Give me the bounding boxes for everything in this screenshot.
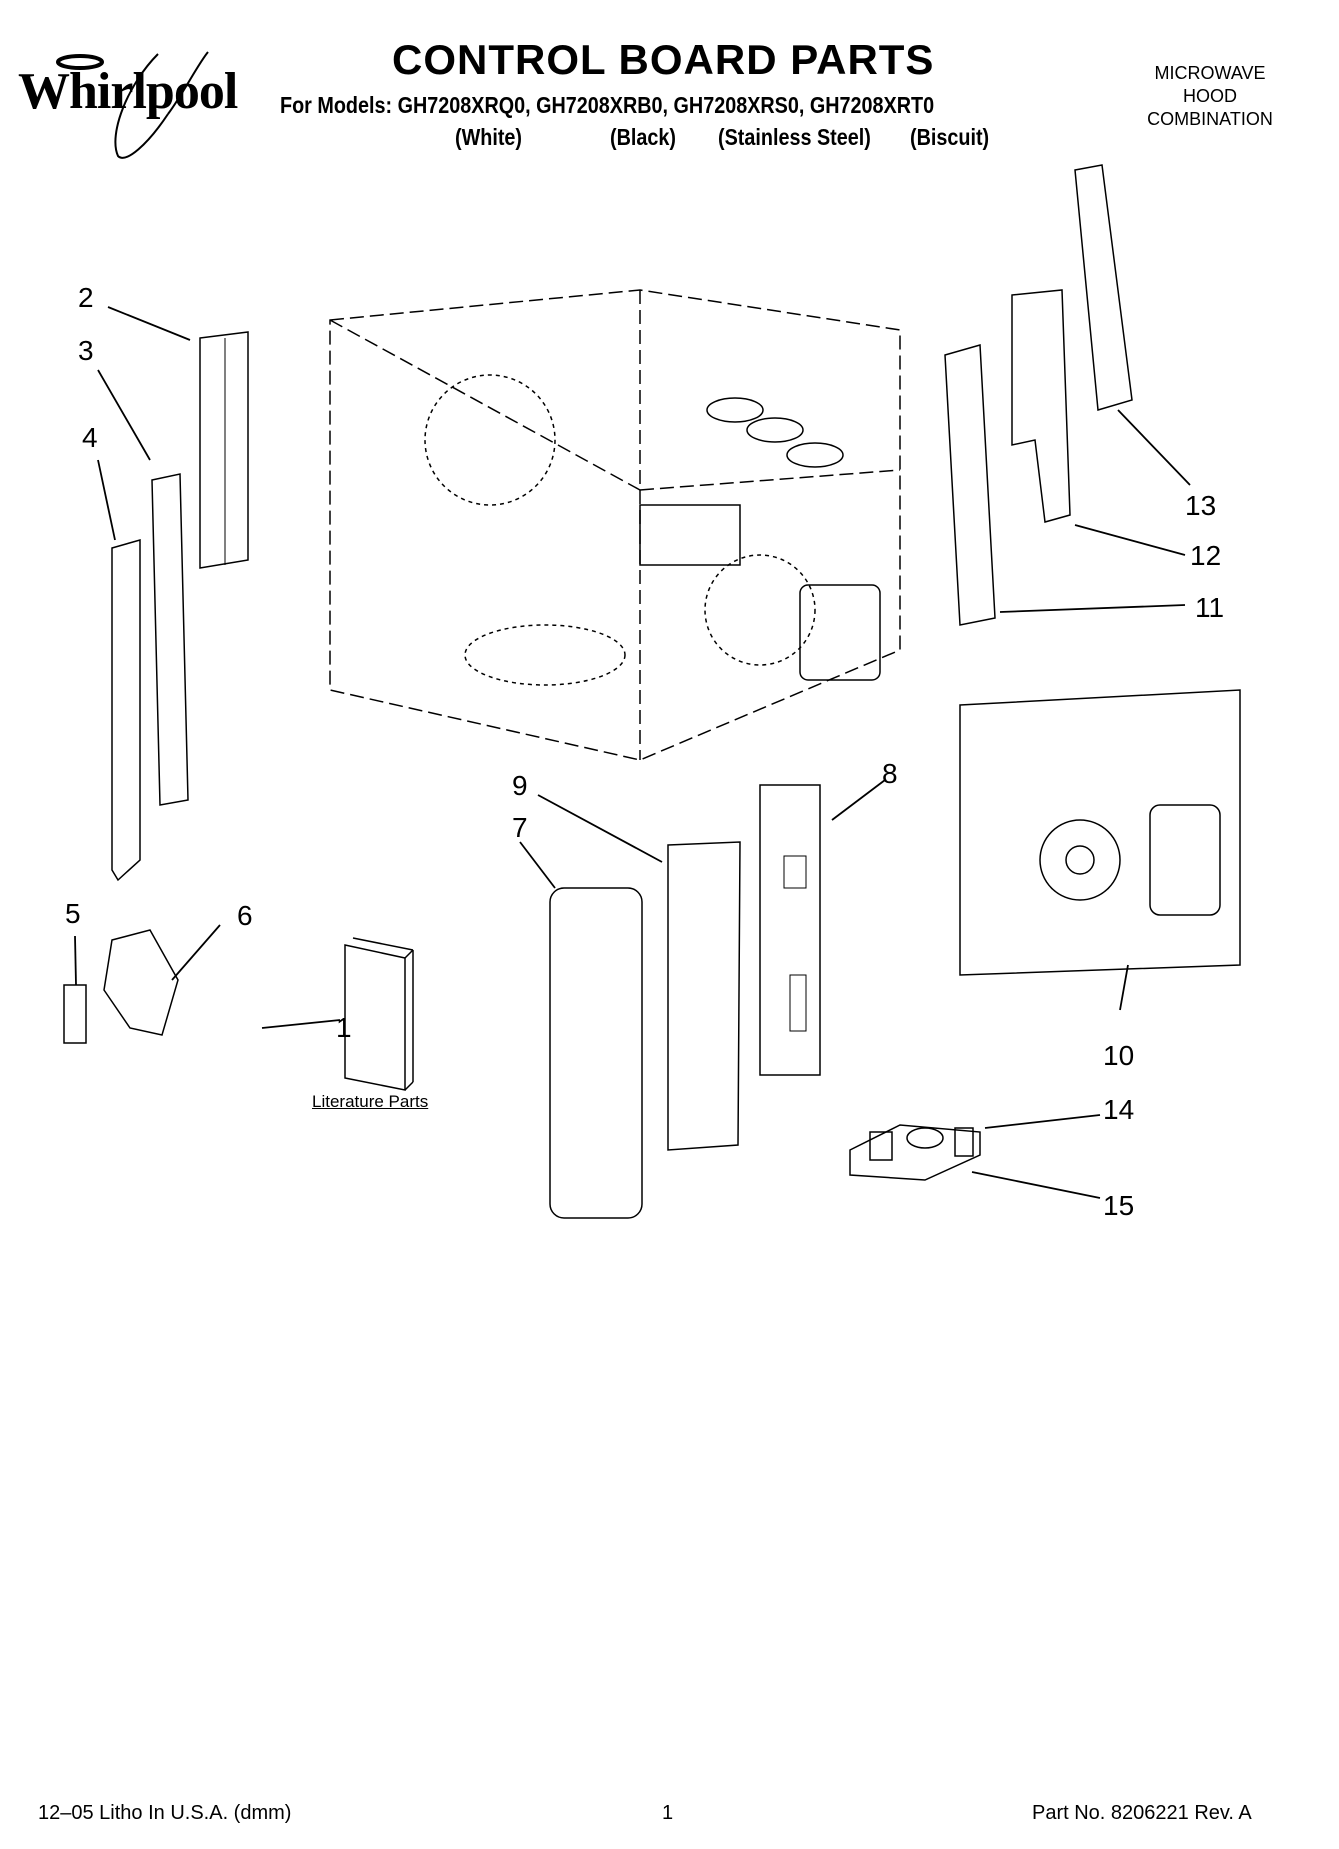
part-number: Part No. 8206221 Rev. A (1032, 1802, 1252, 1824)
callout-7: 7 (512, 812, 528, 843)
callout-4: 4 (82, 422, 98, 453)
variant-stainless: (Stainless Steel) (718, 124, 871, 150)
product-type-line-2: HOOD (1183, 86, 1237, 106)
callout-6: 6 (237, 900, 253, 931)
part-7-control-panel (549, 887, 643, 1219)
print-info: 12–05 Litho In U.S.A. (dmm) (38, 1802, 292, 1824)
callout-12: 12 (1190, 540, 1222, 571)
part-8-membrane (759, 784, 821, 1076)
callout-15: 15 (1103, 1190, 1135, 1221)
product-type-line-1: MICROWAVE (1154, 63, 1266, 83)
whirlpool-logo (56, 51, 209, 159)
variant-black: (Black) (610, 124, 676, 150)
callout-10: 10 (1103, 1040, 1135, 1071)
callout-13: 13 (1185, 490, 1217, 521)
part-5-switch (63, 984, 87, 1044)
callout-1: 1 (336, 1012, 352, 1043)
page-title: CONTROL BOARD PARTS (392, 36, 935, 83)
models-line: For Models: GH7208XRQ0, GH7208XRB0, GH72… (280, 92, 935, 118)
part-3-bracket (151, 473, 189, 806)
callout-9: 9 (512, 770, 528, 801)
brand-wordmark: Whirlpool (18, 63, 238, 120)
part-2-bracket (199, 331, 249, 569)
page-number: 1 (662, 1802, 674, 1824)
literature-parts-label: Literature Parts (312, 1092, 429, 1111)
variant-white: (White) (455, 124, 523, 150)
microwave-chassis (329, 289, 901, 761)
part-12-control-board (1011, 289, 1071, 523)
part-11-shield (944, 344, 996, 626)
callout-3: 3 (78, 335, 94, 366)
part-14-15-power-board (849, 1124, 981, 1181)
leader-lines (74, 306, 1191, 1199)
variant-biscuit: (Biscuit) (910, 124, 990, 150)
part-13-board-cover (1074, 164, 1133, 411)
part-9-panel-frame (667, 841, 741, 1151)
part-1-literature (344, 937, 414, 1091)
callout-5: 5 (65, 898, 81, 929)
product-type: MICROWAVE HOOD COMBINATION (1110, 62, 1310, 131)
product-type-line-3: COMBINATION (1147, 109, 1273, 129)
callout-11: 11 (1195, 592, 1225, 623)
callout-8: 8 (882, 758, 898, 789)
callout-14: 14 (1103, 1094, 1135, 1125)
part-6-keypad-board (103, 929, 179, 1036)
part-10-control-plate (959, 689, 1241, 976)
part-4-trim (111, 539, 141, 882)
callout-2: 2 (78, 282, 94, 313)
